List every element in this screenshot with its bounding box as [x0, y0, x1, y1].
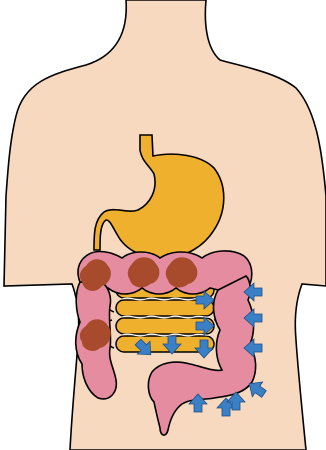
torso-illustration: [0, 0, 326, 450]
anatomy-diagram: [0, 0, 326, 450]
